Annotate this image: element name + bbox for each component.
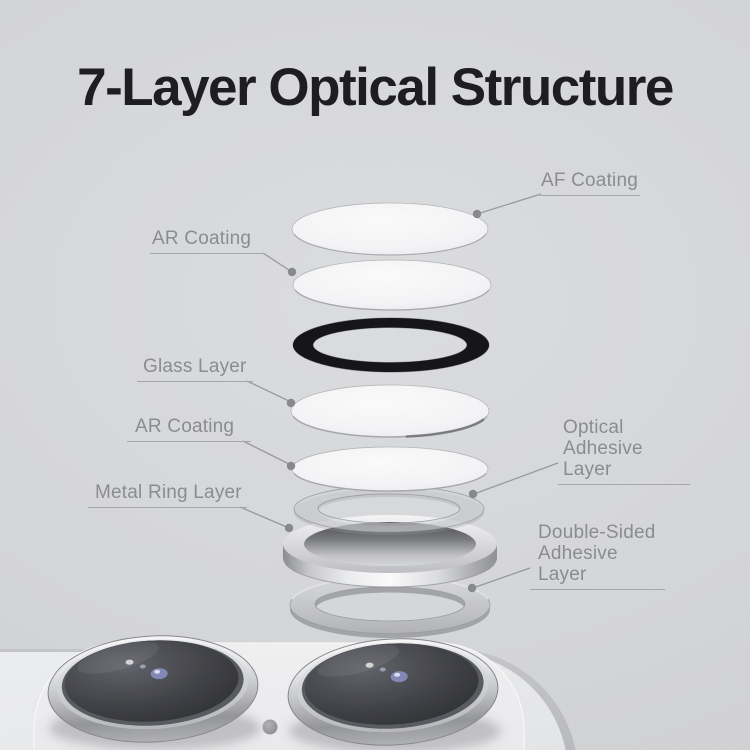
label-metal-ring-layer-text: Metal Ring Layer	[95, 482, 242, 503]
label-double-sided-adhesive-layer: Double-Sided Adhesive Layer	[530, 522, 665, 590]
label-optical-adhesive-line2: Adhesive Layer	[563, 438, 643, 480]
label-optical-adhesive-line1: Optical	[563, 417, 624, 438]
label-double-sided-line2: Adhesive Layer	[538, 543, 618, 585]
label-optical-adhesive-layer: Optical Adhesive Layer	[558, 417, 690, 485]
label-metal-ring-layer: Metal Ring Layer	[88, 482, 247, 508]
label-af-coating-text: AF Coating	[540, 170, 638, 191]
label-ar-coating-bottom-text: AR Coating	[135, 416, 235, 437]
label-af-coating: AF Coating	[540, 170, 640, 196]
label-ar-coating-top: AR Coating	[150, 228, 265, 254]
label-glass-layer-text: Glass Layer	[143, 356, 247, 377]
label-ar-coating-top-text: AR Coating	[152, 228, 252, 249]
label-ar-coating-bottom: AR Coating	[127, 416, 251, 442]
page-title: 7-Layer Optical Structure	[77, 58, 674, 117]
label-double-sided-line1: Double-Sided	[538, 522, 656, 543]
label-glass-layer: Glass Layer	[137, 356, 253, 382]
